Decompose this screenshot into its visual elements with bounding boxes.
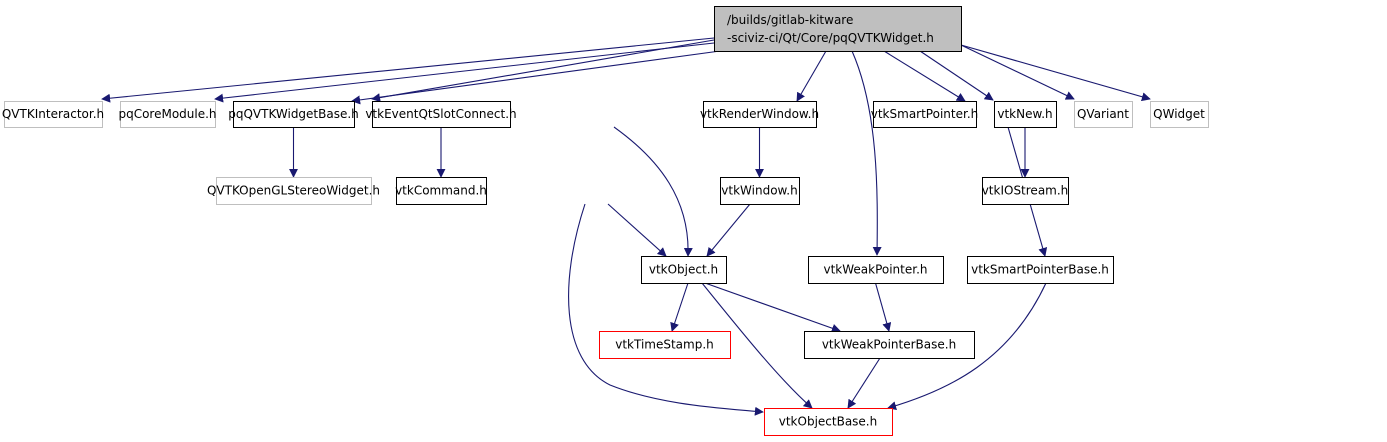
node-vtk-weak-pointer-base[interactable]: vtkWeakPointerBase.h — [804, 331, 975, 359]
edge-root-to-vtkWeakPointer — [851, 50, 882, 256]
node-qvtkinteractor: QVTKInteractor.h — [2, 101, 104, 128]
node-label: vtkRenderWindow.h — [700, 107, 819, 121]
node-label: vtkIOStream.h — [982, 184, 1069, 198]
node-vtk-smart-pointer-base[interactable]: vtkSmartPointerBase.h — [967, 256, 1114, 284]
node-vtk-object-base[interactable]: vtkObjectBase.h — [764, 408, 893, 436]
edge-vtkCommand-to-vtkObjectBase — [568, 203, 764, 416]
node-vtk-time-stamp[interactable]: vtkTimeStamp.h — [599, 331, 731, 359]
node-label: vtkObject.h — [649, 263, 718, 277]
node-vtk-command[interactable]: vtkCommand.h — [395, 177, 487, 205]
node-box — [216, 177, 372, 205]
node-pq-qvtkwidget-base[interactable]: pqQVTKWidgetBase.h — [228, 101, 359, 128]
node-label: vtkWeakPointer.h — [823, 263, 927, 277]
node-label: vtkObjectBase.h — [779, 415, 877, 429]
node-vtk-smart-pointer[interactable]: vtkSmartPointer.h — [871, 101, 978, 128]
node-box — [1074, 101, 1133, 128]
node-label: QVTKInteractor.h — [2, 107, 104, 121]
node-label: vtkSmartPointerBase.h — [971, 263, 1109, 277]
node-vtk-weak-pointer[interactable]: vtkWeakPointer.h — [808, 256, 944, 284]
edge-root-to-QVTKInteractor — [101, 37, 715, 103]
node-box — [396, 177, 487, 205]
edge-root-to-QVariant — [960, 44, 1075, 100]
edge-vtkWeakPointer-to-vtkWeakPointerBase — [874, 282, 892, 332]
edge-root-to-vtkSmartPointer — [883, 50, 966, 102]
node-box — [641, 256, 727, 284]
node-box — [967, 256, 1114, 284]
node-box — [703, 101, 817, 128]
node-vtk-render-window[interactable]: vtkRenderWindow.h — [700, 101, 819, 128]
node-box — [873, 101, 977, 128]
node-qwidget: QWidget — [1150, 101, 1209, 128]
node-box — [599, 331, 731, 359]
node-label: QWidget — [1153, 107, 1205, 121]
edge-root-to-QWidget — [960, 44, 1151, 102]
node-box — [982, 177, 1069, 205]
node-label: vtkTimeStamp.h — [615, 338, 714, 352]
node-box — [994, 101, 1057, 128]
node-vtk-object[interactable]: vtkObject.h — [641, 256, 727, 284]
node-vtk-iostream[interactable]: vtkIOStream.h — [982, 177, 1069, 205]
root-node[interactable]: /builds/gitlab-kitware -sciviz-ci/Qt/Cor… — [714, 6, 962, 52]
edge-vtkEventQtSlotConnect-to-vtkObject — [613, 126, 693, 257]
root-label-line-1: /builds/gitlab-kitware — [727, 13, 853, 27]
node-label: vtkSmartPointer.h — [871, 107, 978, 121]
node-box — [808, 256, 944, 284]
edge-root-to-vtkEventQtSlotConnect — [371, 39, 715, 103]
edge-vtkCommand-to-vtkObject — [607, 203, 667, 257]
node-qvariant: QVariant — [1074, 101, 1133, 128]
node-vtk-new[interactable]: vtkNew.h — [994, 101, 1057, 128]
node-box — [1150, 101, 1209, 128]
node-qvtkopen-glstereo-widget: QVTKOpenGLStereoWidget.h — [207, 177, 380, 205]
node-label: vtkEventQtSlotConnect.h — [365, 107, 516, 121]
node-label: QVariant — [1077, 107, 1129, 121]
edge-root-to-pqQVTKWidgetBase — [351, 50, 721, 105]
edge-root-to-vtkNew — [919, 50, 994, 101]
node-label: pqCoreModule.h — [118, 107, 216, 121]
edge-vtkObject-to-vtkObjectBase — [701, 282, 813, 409]
node-box — [804, 331, 975, 359]
node-label: QVTKOpenGLStereoWidget.h — [207, 184, 380, 198]
node-box — [720, 177, 800, 205]
node-pq-core-module: pqCoreModule.h — [118, 101, 217, 128]
edge-root-to-pqCoreModule — [214, 42, 715, 103]
node-box — [233, 101, 355, 128]
node-box — [372, 101, 511, 128]
node-box — [120, 101, 216, 128]
node-label: vtkWindow.h — [721, 184, 797, 198]
node-label: vtkNew.h — [997, 107, 1052, 121]
edge-vtkSmartPointerBase-to-vtkObjectBase — [887, 282, 1047, 411]
node-label: vtkCommand.h — [395, 184, 487, 198]
node-box — [4, 101, 103, 128]
node-vtk-event-qt-slot-connect[interactable]: vtkEventQtSlotConnect.h — [365, 101, 517, 128]
edge-root-to-vtkRenderWindow — [796, 50, 827, 102]
node-vtk-window[interactable]: vtkWindow.h — [720, 177, 800, 205]
edge-vtkObject-to-vtkWeakPointerBase — [704, 282, 841, 333]
node-box — [764, 408, 893, 436]
root-label-line-2: -sciviz-ci/Qt/Core/pqQVTKWidget.h — [727, 31, 934, 45]
edge-vtkWeakPointerBase-to-vtkObjectBase — [847, 357, 881, 409]
node-label: vtkWeakPointerBase.h — [822, 338, 956, 352]
edge-vtkWindow-to-vtkObject — [706, 203, 751, 257]
node-label: pqQVTKWidgetBase.h — [228, 107, 359, 121]
edge-vtkObject-to-vtkTimeStamp — [670, 282, 689, 332]
